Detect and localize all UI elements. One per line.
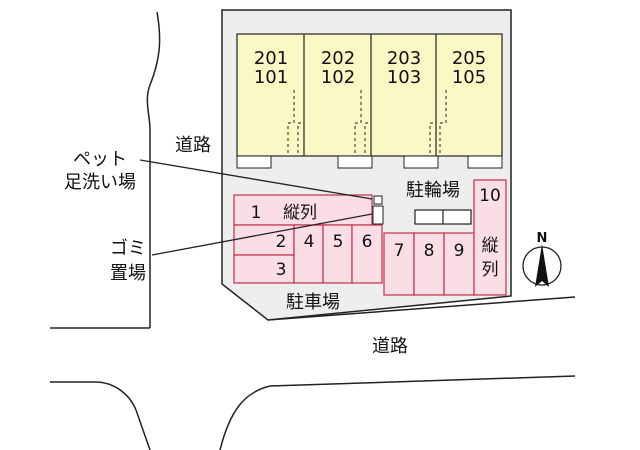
dashed-wall: [429, 90, 437, 156]
parking-stall-3: [233, 254, 295, 284]
stall-10-label: 10: [479, 186, 501, 206]
pet-wash-station-marker: [373, 195, 383, 205]
road-lines: [50, 11, 576, 450]
stall-8-label: 8: [424, 241, 435, 261]
stall-9-label: 9: [454, 241, 465, 261]
road-label-bottom: 道路: [372, 336, 408, 357]
entrance-step: [403, 155, 439, 169]
stall-2-label: 2: [276, 232, 287, 252]
dashed-wall: [287, 90, 295, 156]
parking-stall-10: [473, 179, 507, 296]
parking-area: [233, 179, 507, 296]
building: 201 101 202 102 203 103 205 105: [236, 33, 503, 169]
unit-upper-label: 205: [452, 48, 486, 69]
unit-upper-label: 201: [254, 48, 288, 69]
dashed-wall: [364, 90, 372, 156]
parking-stall-6: [351, 224, 383, 284]
parking-stall-5: [322, 224, 353, 284]
dashed-wall: [297, 90, 305, 156]
garbage-label: ゴミ: [110, 238, 146, 259]
building-outline: [236, 33, 503, 157]
garbage-label: 置場: [110, 263, 146, 284]
unit-lower-label: 103: [387, 67, 421, 88]
parking-stall-7: [383, 232, 415, 296]
stall-1-label: 1: [251, 203, 262, 223]
dashed-wall: [354, 90, 362, 156]
north-label: N: [537, 231, 548, 246]
stall-7-label: 7: [394, 241, 405, 261]
unit-upper-label: 202: [321, 48, 355, 69]
unit-upper-label: 203: [387, 48, 421, 69]
parking-label: 駐車場: [286, 292, 340, 313]
stall-10-note: 縦: [482, 236, 499, 256]
stall-5-label: 5: [333, 232, 344, 252]
unit-lower-label: 102: [321, 67, 355, 88]
pet-wash-label: 足洗い場: [64, 172, 136, 193]
road-label-left: 道路: [175, 135, 211, 156]
pet-wash-label: ペット: [73, 149, 127, 170]
unit-lower-label: 105: [452, 67, 486, 88]
unit-lower-label: 101: [254, 67, 288, 88]
entrance-step: [337, 155, 373, 169]
garbage-leader-line: [151, 213, 373, 256]
entrance-step: [467, 155, 503, 169]
parking-stall-9: [443, 232, 475, 296]
pet-wash-leader-line: [139, 159, 373, 200]
parking-stall-4: [293, 224, 324, 284]
entrance-step: [236, 155, 272, 169]
stall-4-label: 4: [304, 232, 315, 252]
bicycle-parking-label: 駐輪場: [406, 180, 460, 201]
stall-3-label: 3: [276, 260, 287, 280]
stall-10-note: 列: [482, 260, 499, 280]
left-road-edge-line: [146, 11, 161, 328]
parking-stall-8: [413, 232, 445, 296]
dashed-wall: [439, 90, 447, 156]
bottom-right-road-curve: [219, 375, 576, 450]
stall-6-label: 6: [362, 232, 373, 252]
lot-south-road-line: [267, 296, 576, 321]
stall-1-note: 縦列: [283, 203, 317, 223]
north-arrow-icon: N: [522, 231, 562, 287]
bicycle-parking: [414, 209, 472, 225]
bottom-left-road-curve: [50, 381, 151, 450]
garbage-station-marker: [372, 205, 384, 225]
